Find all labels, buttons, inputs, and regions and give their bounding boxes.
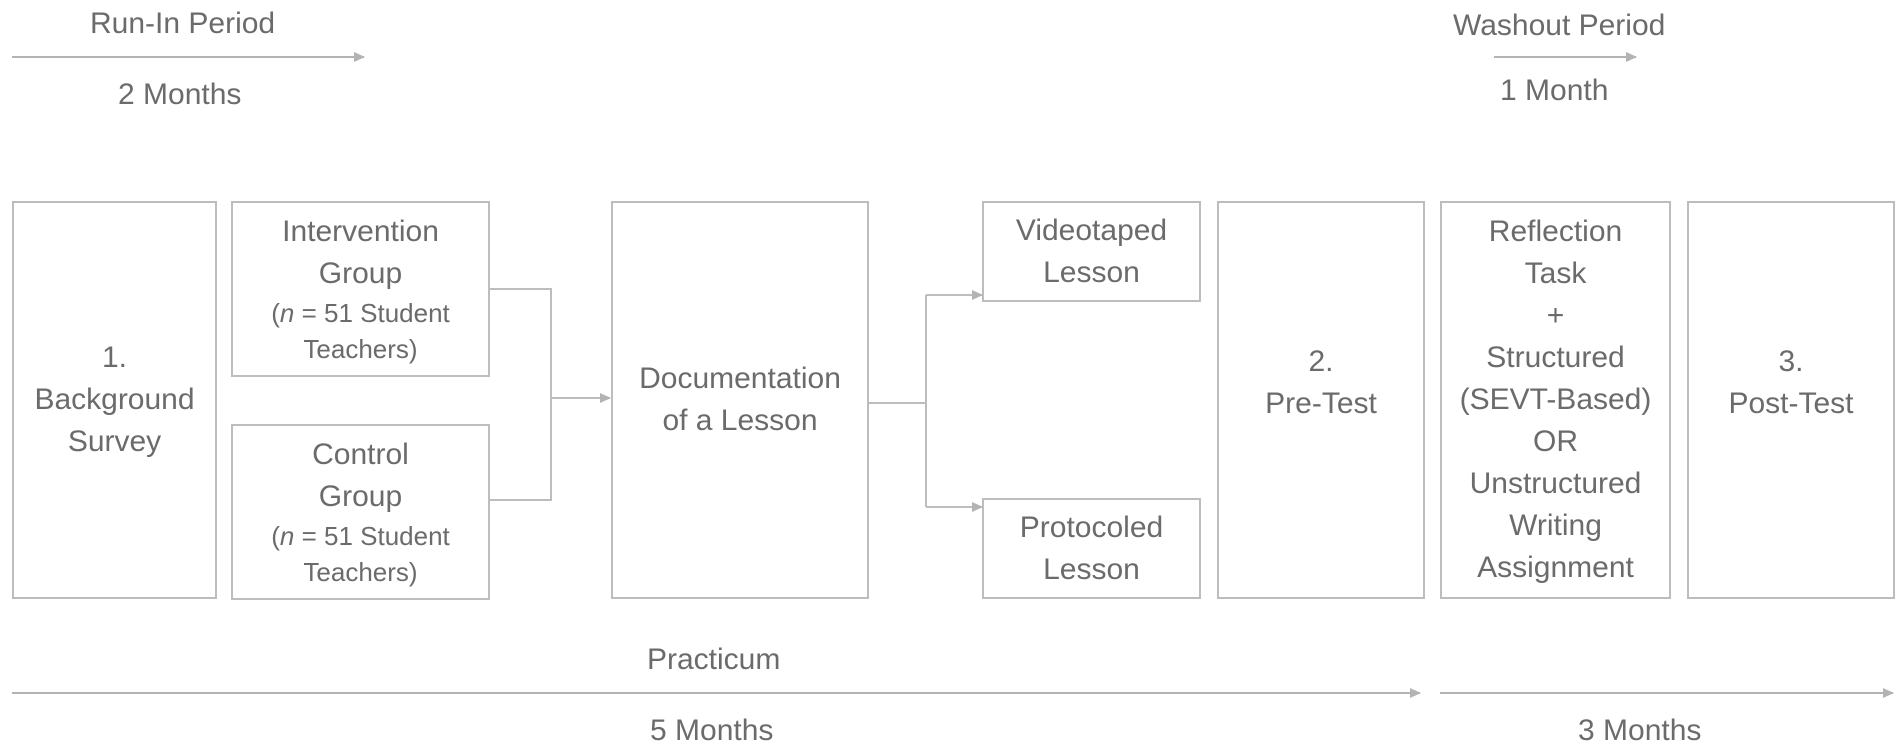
practicum-label: Practicum (647, 643, 781, 676)
post-test-number: 3. (1778, 345, 1804, 378)
reflection-line-9: Assignment (1477, 551, 1634, 584)
videotaped-line-1: Videotaped (1015, 213, 1168, 247)
pre-test-box: 2. Pre-Test (1217, 201, 1425, 599)
intervention-group-sample-size: (n = 51 Student (271, 298, 450, 328)
run-in-period-label: Run-In Period (90, 7, 276, 40)
practicum-duration-label: 5 Months (650, 714, 774, 747)
intervention-group-line-1: Intervention (282, 215, 439, 248)
protocoled-lesson-box: Protocoled Lesson (982, 498, 1201, 599)
reflection-line-7: Unstructured (1469, 467, 1642, 500)
reflection-line-8: Writing (1509, 509, 1602, 542)
reflection-line-2: Task (1524, 257, 1587, 290)
reflection-line-4: Structured (1486, 341, 1625, 374)
control-group-sample-size: (n = 51 Student (271, 521, 450, 551)
washout-period-label: Washout Period (1453, 9, 1666, 42)
control-group-line-2: Group (318, 480, 403, 513)
post-test-box: 3. Post-Test (1687, 201, 1895, 599)
background-survey-box: 1. Background Survey (12, 201, 217, 599)
protocoled-line-2: Lesson (1043, 552, 1140, 586)
post-test-label: Post-Test (1728, 387, 1854, 420)
videotaped-lesson-box: Videotaped Lesson (982, 201, 1201, 302)
run-in-duration-label: 2 Months (118, 78, 242, 111)
control-group-line-1: Control (312, 438, 409, 471)
pre-test-number: 2. (1308, 345, 1334, 378)
reflection-line-6: OR (1533, 425, 1578, 458)
control-group-sample-size-line-2: Teachers) (303, 557, 418, 587)
background-survey-line-1: Background (34, 383, 195, 416)
reflection-line-5: (SEVT-Based) (1459, 383, 1652, 416)
reflection-task-box: Reflection Task + Structured (SEVT-Based… (1440, 201, 1671, 599)
washout-duration-label: 1 Month (1500, 74, 1609, 107)
reflection-line-1: Reflection (1488, 215, 1623, 248)
intervention-group-box: Intervention Group (n = 51 Student Teach… (231, 201, 490, 377)
background-survey-number: 1. (101, 341, 128, 374)
intervention-connector (489, 288, 552, 398)
reflection-line-3: + (1546, 299, 1565, 332)
control-connector (489, 398, 552, 501)
documentation-box: Documentation of a Lesson (611, 201, 869, 599)
videotaped-line-2: Lesson (1043, 255, 1140, 289)
intervention-group-line-2: Group (318, 257, 403, 290)
documentation-line-1: Documentation (639, 362, 841, 395)
control-group-box: Control Group (n = 51 Student Teachers) (231, 424, 490, 600)
intervention-group-sample-size-line-2: Teachers) (303, 334, 418, 364)
background-survey-line-2: Survey (67, 425, 162, 458)
post-period-duration-label: 3 Months (1578, 714, 1702, 747)
pre-test-label: Pre-Test (1265, 387, 1377, 420)
documentation-line-2: of a Lesson (662, 404, 818, 437)
protocoled-line-1: Protocoled (1019, 510, 1164, 544)
